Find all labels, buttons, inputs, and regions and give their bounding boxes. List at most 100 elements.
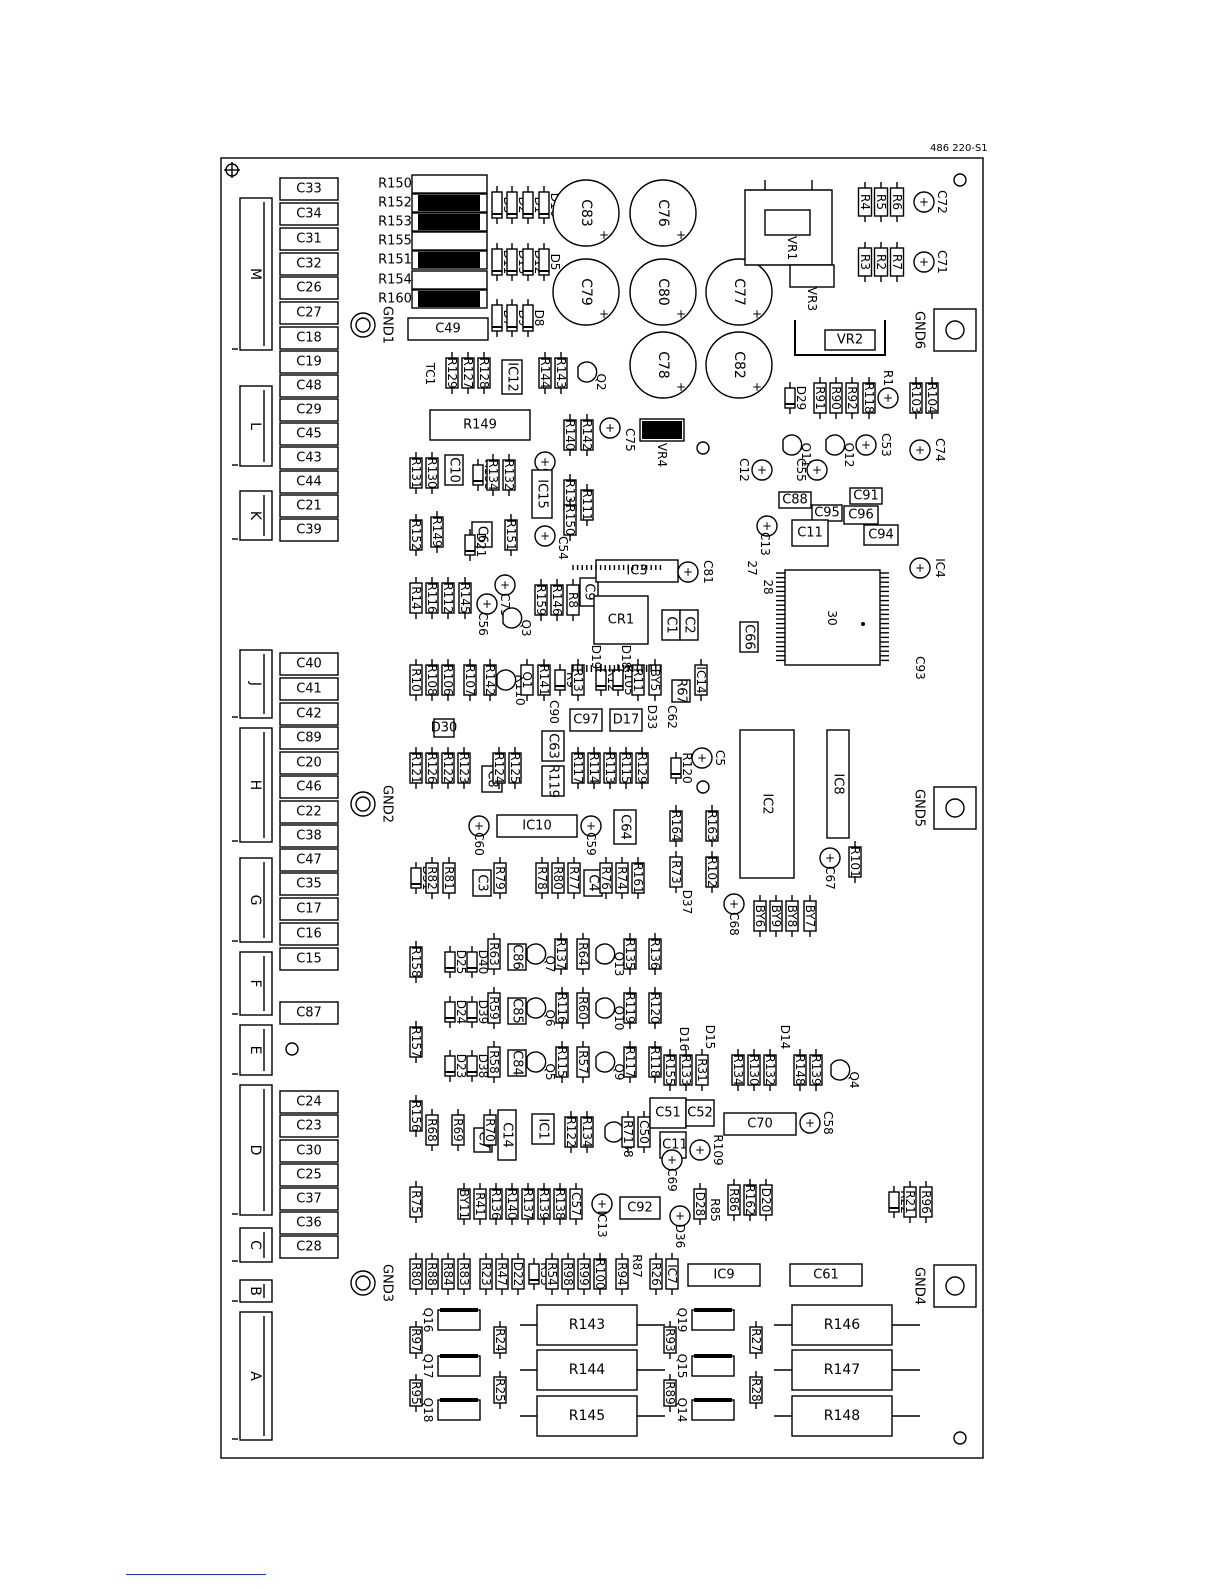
connector-block-b (232, 1279, 273, 1303)
label-gnd4: GND4 (912, 1267, 927, 1305)
outline (507, 997, 527, 1025)
label--: + (752, 380, 762, 394)
label-r152: R152 (409, 519, 423, 550)
label-ic14: IC14 (694, 666, 708, 693)
power-resistor-r145 (520, 1395, 665, 1437)
outline (789, 264, 835, 288)
transistor-q4 (830, 1059, 851, 1081)
resistor-r152 (409, 514, 423, 556)
transistor-q13 (595, 943, 616, 965)
body (829, 382, 843, 414)
label-d5: D5 (548, 254, 562, 271)
label-r47: R47 (495, 1262, 509, 1286)
label-d16: D16 (677, 1027, 691, 1052)
resistor-r163 (705, 805, 719, 847)
label-r159: R159 (534, 584, 548, 615)
component-c2 (679, 609, 699, 641)
label-r137: R137 (521, 1188, 535, 1219)
body (648, 938, 662, 970)
body (571, 752, 585, 784)
capacitor-ic4 (909, 557, 931, 579)
outline (577, 361, 598, 383)
outline (279, 922, 339, 946)
resistor-c57 (569, 1183, 583, 1225)
label--: + (676, 307, 686, 321)
body (458, 582, 472, 614)
resistor-ic7 (665, 1253, 679, 1295)
component- (789, 264, 835, 288)
transistor-q5 (526, 1051, 547, 1073)
component-c86 (507, 943, 527, 971)
label-c94: C94 (868, 528, 894, 543)
body (555, 992, 569, 1024)
label-r121: R121 (409, 752, 423, 783)
label-r127: R127 (461, 357, 475, 388)
body (457, 1258, 471, 1290)
pin1-dot (861, 622, 865, 626)
label-r31: R31 (695, 1058, 709, 1082)
body (753, 900, 767, 932)
diode-d7 (491, 299, 503, 337)
outline (541, 730, 565, 762)
body (621, 1116, 635, 1148)
label-ic1: IC1 (536, 1118, 551, 1139)
outline (476, 593, 498, 615)
label-d22: D22 (511, 1262, 525, 1287)
label-r86: R86 (727, 1188, 741, 1212)
label-r14: R14 (409, 586, 423, 610)
label-q19: Q19 (675, 1308, 689, 1333)
resistor-body-r154 (411, 270, 488, 290)
label--: + (482, 597, 492, 611)
label-r143: R143 (554, 357, 568, 388)
transistor-q2 (577, 361, 598, 383)
capacitor-r109 (689, 1139, 711, 1161)
body (536, 1395, 638, 1437)
label-r91: R91 (813, 386, 827, 410)
body (561, 1258, 575, 1290)
outline (687, 1263, 761, 1287)
resistor-r124 (492, 747, 506, 789)
resistor-r100 (593, 1253, 607, 1295)
body (577, 1258, 591, 1290)
resistor-r117 (571, 747, 585, 789)
diode-r53 (528, 1258, 540, 1290)
ring-inner (355, 1275, 371, 1291)
label-c47: C47 (296, 853, 322, 868)
resistor-r138 (553, 1183, 567, 1225)
component-c46 (279, 775, 339, 799)
label--: + (474, 819, 484, 833)
label-c84: C84 (510, 1050, 525, 1076)
outline (239, 1024, 273, 1076)
label-r111: R111 (580, 489, 594, 520)
outline (279, 1001, 339, 1025)
resistor-r93 (663, 1321, 677, 1359)
resistor-r117 (623, 1041, 637, 1083)
outline (279, 726, 339, 750)
label-r145: R145 (569, 1408, 605, 1424)
outline (526, 997, 547, 1019)
connector-block-k (232, 490, 273, 541)
label-c55: C55 (794, 458, 808, 482)
body (418, 195, 480, 211)
label-r141: R141 (537, 664, 551, 695)
ring-outer (350, 312, 376, 338)
body (442, 862, 456, 894)
diode-d5 (538, 243, 550, 281)
label--: + (695, 1143, 705, 1157)
resistor-r151 (504, 514, 518, 556)
resistor-r137 (521, 1183, 535, 1225)
body (479, 1258, 493, 1290)
label-a: A (247, 1371, 263, 1381)
label-ic2: IC2 (760, 793, 775, 814)
label-r130: R130 (425, 457, 439, 488)
transistor-pad-q16 (437, 1309, 481, 1331)
resistor-r77 (567, 857, 581, 899)
label-r145: R145 (458, 582, 472, 613)
power-resistor-r144 (520, 1349, 665, 1391)
label-r137: R137 (554, 938, 568, 969)
diode-d12 (522, 243, 534, 281)
outline (507, 1049, 527, 1077)
outline (604, 1121, 625, 1143)
capacitor-c71 (913, 251, 935, 273)
